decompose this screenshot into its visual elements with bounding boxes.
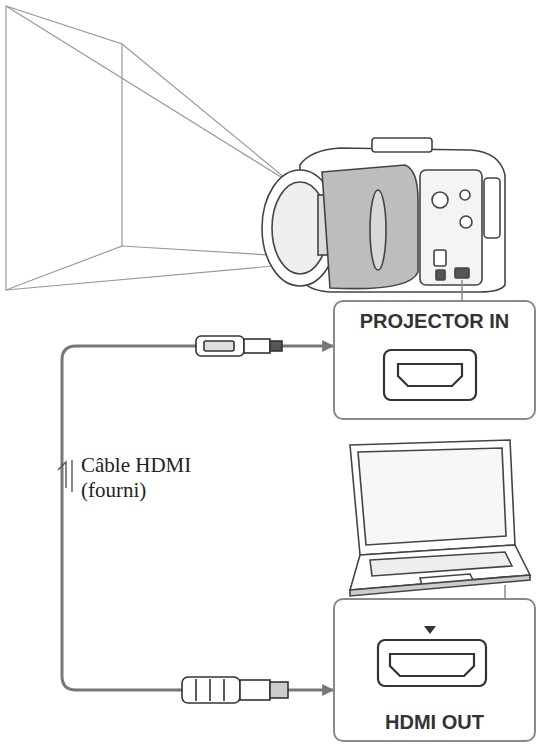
callout-box: PROJECTOR IN xyxy=(333,300,536,420)
camcorder xyxy=(262,138,505,292)
hdmi-cable xyxy=(62,346,333,690)
hdmi-port-icon xyxy=(378,626,486,686)
callout-box: HDMI OUT xyxy=(333,598,536,742)
port-label: HDMI OUT xyxy=(335,711,534,734)
port-label: PROJECTOR IN xyxy=(335,310,534,333)
leader-line xyxy=(504,585,506,598)
hdmi-port-icon xyxy=(384,350,476,400)
cable-label: Câble HDMI (fourni) xyxy=(78,452,209,504)
laptop xyxy=(350,440,530,596)
mini-hdmi-plug xyxy=(196,336,282,356)
hdmi-plug xyxy=(182,677,288,703)
leader-line xyxy=(461,280,463,300)
cable-mark xyxy=(58,460,72,492)
